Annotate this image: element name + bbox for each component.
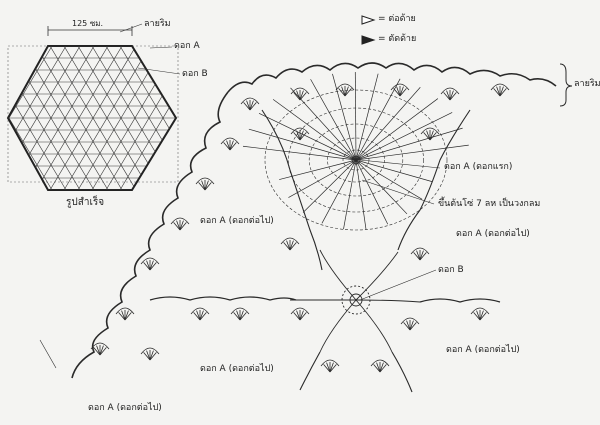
inset-motif-a-label: ดอก A <box>174 41 200 51</box>
cut-thread-symbol <box>361 35 376 45</box>
motif-b-label: ดอก B <box>438 265 464 275</box>
left-border-chain <box>71 91 229 379</box>
motif-b-star <box>290 249 421 353</box>
finished-shape-inset <box>6 23 181 191</box>
inset-border-label: ลายริม <box>144 19 171 29</box>
legend-cut-text: = ตัดด้าย <box>378 34 417 44</box>
decorative-picot-clusters <box>90 83 510 373</box>
join-thread-symbol <box>361 15 376 25</box>
left-wedge-chain <box>261 109 323 271</box>
first-motif-rays <box>242 71 469 230</box>
next-motif-left-label: ดอก A (ดอกต่อไป) <box>200 216 274 226</box>
lower-wedge-chain <box>299 351 413 393</box>
next-motif-right-label: ดอก A (ดอกต่อไป) <box>456 229 530 239</box>
right-border-brace <box>559 63 573 107</box>
next-motif-lower-right-label: ดอก A (ดอกต่อไป) <box>446 345 520 355</box>
inset-dimension-label: 125 ซม. <box>72 19 104 28</box>
crochet-chart <box>39 62 573 393</box>
center-start-note: ขึ้นต้นโซ่ 7 ลห เป็นวงกลม <box>438 199 541 209</box>
first-motif-rings <box>264 89 448 231</box>
right-border-label: ลายริม <box>574 79 600 89</box>
first-motif-label: ดอก A (ดอกแรก) <box>444 162 513 172</box>
next-motif-lower-left-label: ดอก A (ดอกต่อไป) <box>200 364 274 374</box>
horizontal-join-chain <box>149 296 297 301</box>
top-border-chain <box>227 62 557 93</box>
inset-motif-b-label: ดอก B <box>182 69 208 79</box>
right-join-chain <box>419 298 501 303</box>
legend-join-text: = ต่อด้าย <box>378 14 416 24</box>
next-motif-bottom-label: ดอก A (ดอกต่อไป) <box>88 403 162 413</box>
inset-caption: รูปสำเร็จ <box>66 197 105 208</box>
right-wedge-chain <box>397 109 471 251</box>
